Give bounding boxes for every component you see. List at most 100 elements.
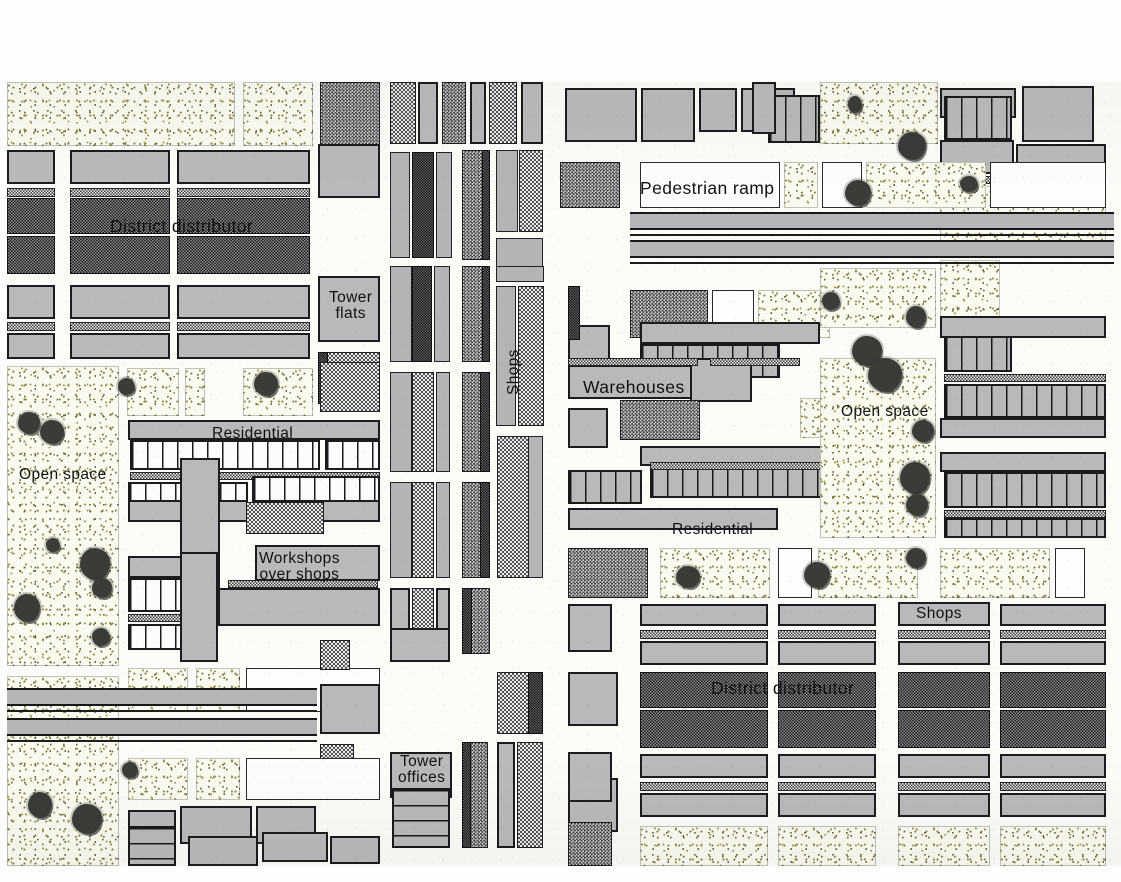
building-block — [330, 836, 380, 864]
open-space-patch — [127, 368, 179, 416]
shops-ribbon — [519, 150, 543, 232]
slab-block — [412, 482, 434, 578]
building-block — [188, 836, 258, 866]
label-shops-vertical: Shops — [505, 349, 522, 395]
building-block — [940, 418, 1106, 438]
map-label-line: flats — [335, 304, 366, 322]
map-label-line: Tower — [329, 289, 373, 306]
footpath — [640, 630, 768, 639]
open-space-patch — [243, 82, 313, 146]
shops-ribbon — [462, 588, 472, 654]
district-distributor-road — [177, 236, 310, 274]
footpath — [710, 358, 800, 366]
building-block — [180, 552, 218, 662]
footpath — [650, 462, 830, 470]
tree-symbol — [92, 628, 110, 646]
district-distributor-road — [7, 236, 55, 274]
building-block — [568, 508, 778, 530]
open-plot — [778, 548, 812, 598]
open-plot — [1055, 548, 1085, 598]
open-space-patch — [940, 548, 1050, 598]
slab-block — [436, 372, 450, 472]
shops-block — [620, 400, 700, 440]
slab-block — [496, 266, 544, 282]
building-block — [640, 604, 768, 626]
footpath — [228, 580, 378, 588]
building-block — [7, 285, 55, 319]
terrace-housing — [392, 788, 450, 848]
warehouse-block — [568, 365, 698, 399]
open-space-patch — [196, 758, 240, 800]
tower-flats-block — [318, 276, 380, 342]
road-edge-line — [7, 710, 317, 712]
label-district-distributor-bottom: District distributor — [711, 678, 855, 698]
tree-symbol — [898, 132, 926, 160]
footpath — [944, 510, 1106, 518]
terrace-housing — [325, 440, 380, 470]
open-space-patch — [898, 826, 990, 866]
shops-block — [528, 672, 543, 734]
terrace-housing — [944, 472, 1106, 508]
shops-block — [320, 362, 380, 412]
slab-block — [436, 482, 450, 578]
building-block — [898, 793, 990, 817]
shops-block — [320, 82, 380, 146]
slab-block — [497, 742, 515, 848]
tree-symbol — [80, 548, 110, 580]
open-space-patch — [7, 82, 235, 146]
label-pedestrian-ramp: Pedestrian ramp — [640, 178, 775, 198]
shops-ribbon — [518, 286, 544, 426]
terrace-housing — [768, 95, 820, 143]
tree-symbol — [845, 180, 871, 206]
tree-symbol — [676, 566, 700, 588]
shops-block — [898, 602, 990, 626]
open-space-patch — [243, 368, 313, 416]
slab-block — [436, 152, 452, 258]
slab-block — [496, 150, 518, 232]
building-block — [568, 604, 612, 652]
pedestrian-ramp-plot — [640, 162, 780, 208]
terrace-housing — [128, 578, 188, 612]
building-block — [390, 628, 450, 662]
terrace-housing — [128, 826, 176, 866]
tree-symbol — [900, 462, 930, 494]
tree-symbol — [912, 420, 934, 442]
building-block — [940, 316, 1106, 338]
building-block — [940, 452, 1106, 472]
building-block — [418, 82, 438, 144]
building-block — [568, 752, 612, 802]
district-distributor-road — [898, 710, 990, 748]
open-space-patch — [7, 82, 8, 146]
tree-symbol — [118, 378, 135, 395]
building-block — [7, 150, 55, 184]
tree-symbol — [906, 548, 926, 568]
primary-road-band — [7, 718, 317, 736]
building-block — [1000, 793, 1106, 817]
open-space-patch — [818, 548, 918, 598]
footpath — [898, 630, 990, 639]
pedestrian-ramp-plot — [990, 162, 1106, 208]
footpath — [128, 614, 188, 622]
road-edge-line — [630, 262, 1114, 264]
shops-block — [568, 822, 612, 866]
building-block — [177, 333, 310, 359]
building-block — [640, 793, 768, 817]
terrace-housing — [650, 466, 830, 498]
shops-ribbon — [462, 742, 471, 848]
terrace-housing — [944, 384, 1106, 418]
building-block — [752, 82, 776, 134]
building-block — [699, 88, 737, 132]
footpath — [177, 188, 310, 197]
label-shops-right: Shops — [916, 605, 962, 622]
road-edge-line — [630, 234, 1114, 236]
open-plot — [246, 758, 380, 800]
footpath — [70, 322, 170, 331]
district-distributor-road — [7, 198, 55, 234]
building-block — [1000, 604, 1106, 626]
label-open-space-right: Open space — [841, 403, 929, 420]
tree-symbol — [822, 292, 840, 310]
building-block — [128, 420, 380, 440]
